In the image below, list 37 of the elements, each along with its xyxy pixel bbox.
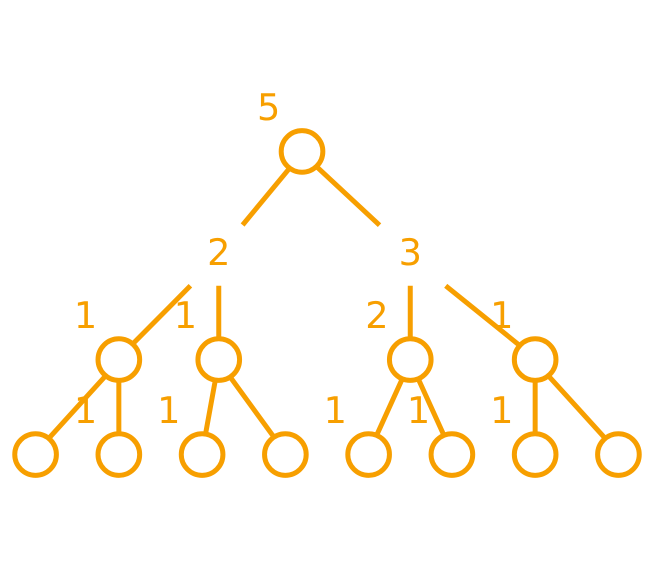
node-label: 1 — [490, 389, 514, 432]
connector — [47, 374, 107, 440]
connector — [203, 380, 218, 434]
node-circle — [386, 336, 434, 383]
node-circle — [178, 431, 226, 478]
connector — [416, 378, 446, 436]
connector — [314, 164, 382, 228]
connector — [547, 374, 607, 440]
node-label: 5 — [257, 86, 280, 129]
node-circle — [262, 431, 309, 478]
connector — [228, 376, 276, 439]
connector — [532, 380, 538, 434]
node-circle — [12, 431, 59, 478]
node-circle — [428, 431, 476, 478]
node-circle — [278, 128, 326, 175]
connector — [116, 380, 122, 434]
connector — [444, 284, 521, 348]
node-circle — [195, 336, 242, 383]
connector — [131, 284, 192, 346]
connector — [374, 378, 404, 436]
node-label: 1 — [174, 294, 198, 338]
node-text: 3 — [398, 230, 422, 274]
node-text: 2 — [207, 230, 230, 274]
connector — [216, 286, 222, 338]
node-label: 1 — [406, 389, 430, 432]
connector — [408, 286, 413, 338]
node-circle — [512, 431, 558, 478]
connector — [240, 166, 292, 227]
node-circle — [595, 431, 642, 478]
node-label: 1 — [157, 389, 180, 432]
node-label: 1 — [324, 389, 347, 432]
node-circle — [96, 336, 142, 383]
node-circle — [96, 431, 142, 478]
node-circle — [345, 431, 392, 478]
node-circle — [512, 336, 558, 383]
node-label: 1 — [74, 294, 98, 338]
node-label: 2 — [365, 294, 389, 338]
